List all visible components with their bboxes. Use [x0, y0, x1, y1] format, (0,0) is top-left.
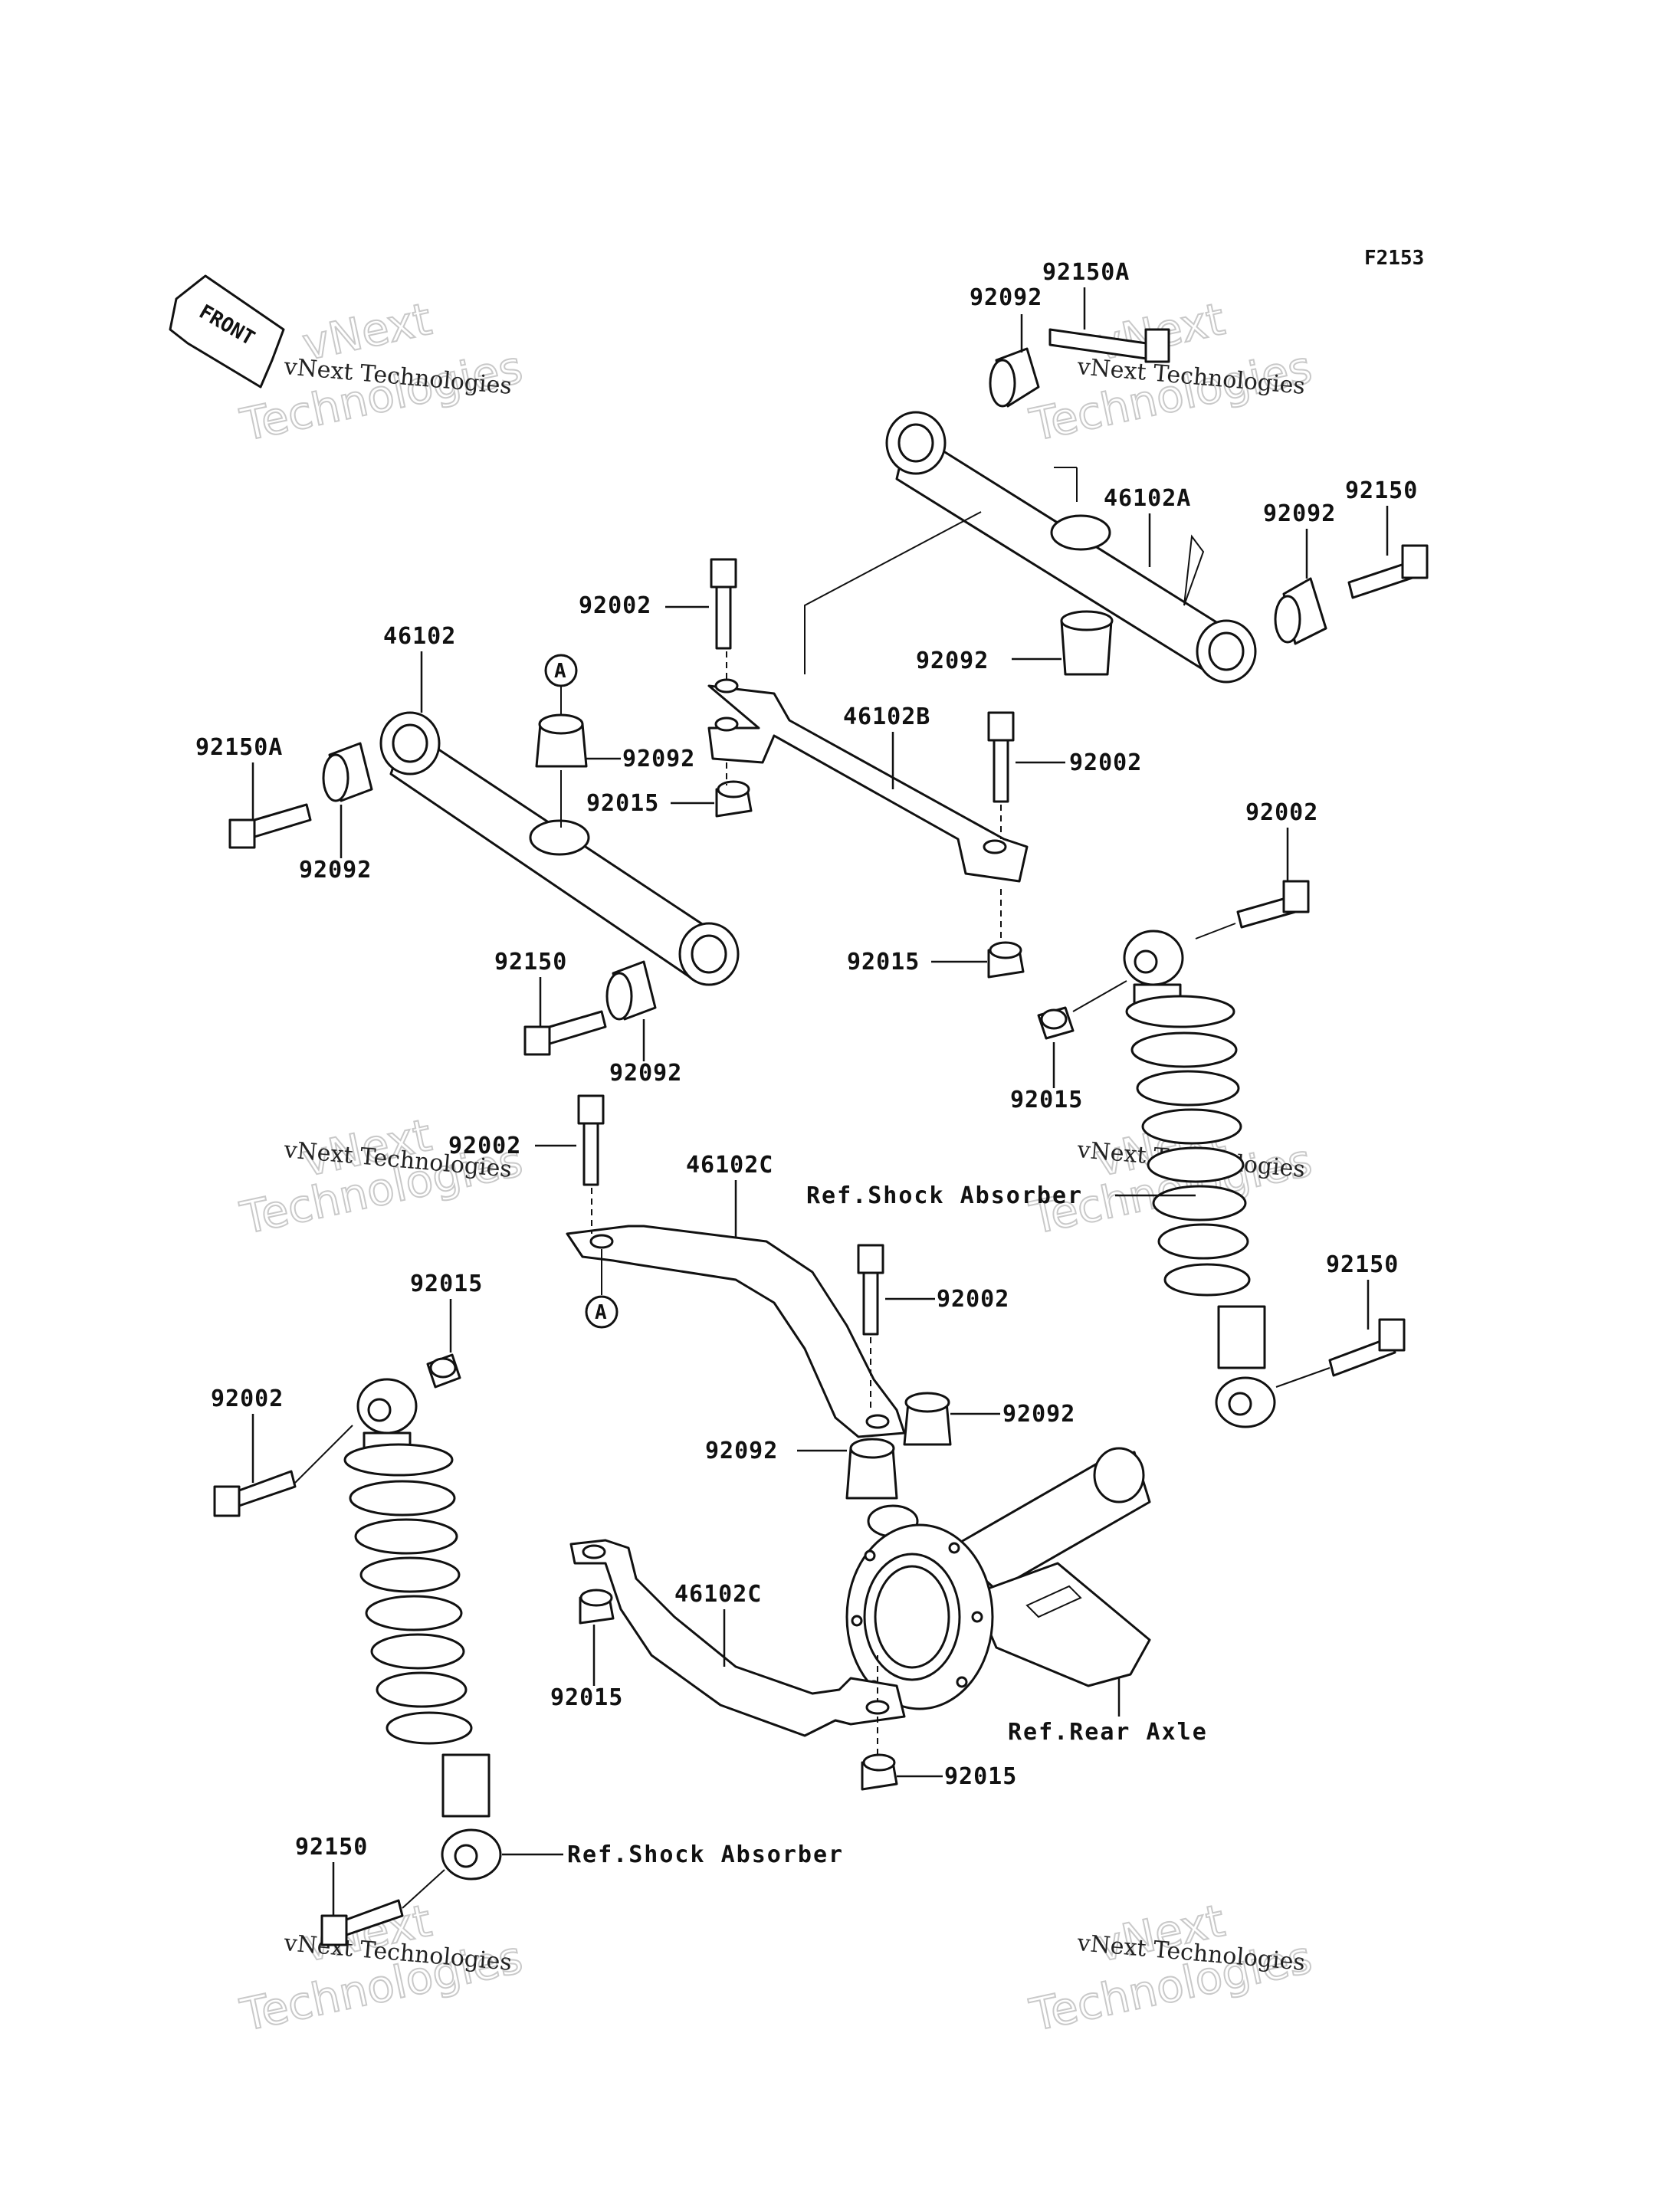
- label-92092-left: 92092: [299, 857, 372, 884]
- diagram-code: F2153: [1364, 247, 1424, 270]
- label-92150-mid: 92150: [494, 949, 567, 976]
- bushing-92092-a: [535, 713, 588, 768]
- label-92002-left: 92002: [211, 1385, 284, 1412]
- label-92015-d: 92015: [550, 1684, 623, 1711]
- bushing-92092-mid: [1060, 610, 1114, 676]
- front-arrow-icon: FRONT: [169, 274, 285, 389]
- label-92092-right: 92092: [1263, 500, 1336, 527]
- marker-a-top: A: [544, 654, 578, 687]
- label-46102C-top: 46102C: [686, 1152, 773, 1179]
- label-92150A-top: 92150A: [1042, 259, 1130, 286]
- ref-rear-axle: Ref.Rear Axle: [1008, 1719, 1208, 1746]
- label-92150-bottom: 92150: [295, 1834, 368, 1861]
- arm-46102: [379, 711, 740, 986]
- label-92002-e: 92002: [937, 1286, 1009, 1313]
- bolt-92002-c: [1236, 880, 1310, 929]
- bolt-92002-a: [710, 558, 737, 650]
- label-92092-e: 92092: [705, 1438, 778, 1464]
- nut-92015-a: [715, 780, 753, 818]
- label-92092-a: 92092: [622, 746, 695, 772]
- arm-46102A: [885, 411, 1257, 684]
- label-92092-mid: 92092: [916, 648, 989, 674]
- shock-absorber-left: [343, 1378, 502, 1881]
- label-92002-b: 92002: [1069, 749, 1142, 776]
- label-46102C-bottom: 46102C: [674, 1581, 762, 1608]
- bushing-92092-top: [989, 347, 1040, 408]
- bolt-92002-d: [577, 1094, 605, 1186]
- label-92150-right: 92150: [1326, 1251, 1399, 1278]
- bolt-92002-left: [213, 1470, 297, 1517]
- bolt-92002-e: [857, 1244, 884, 1336]
- watermark-mid-left: vNext Technologies vNext Technologies: [235, 1108, 528, 1245]
- bushing-92092-low: [605, 960, 657, 1021]
- label-92015-c: 92015: [1010, 1087, 1083, 1113]
- bolt-92150-mid: [523, 1010, 607, 1056]
- bushing-92092-e: [845, 1438, 898, 1500]
- bolt-92150A-top: [1048, 328, 1170, 363]
- ref-shock-absorber-lower: Ref.Shock Absorber: [567, 1841, 844, 1868]
- label-92150-topright: 92150: [1345, 477, 1418, 504]
- bushing-92092-right: [1274, 577, 1327, 645]
- watermark-top-left: vNext Technologies vNext Technologies: [235, 292, 528, 452]
- watermark-bottom-right: vNext Technologies vNext Technologies: [1025, 1894, 1317, 2042]
- bolt-92150A-left: [228, 803, 312, 849]
- rear-axle-housing: [845, 1447, 1151, 1710]
- bolt-92002-b: [987, 711, 1015, 803]
- label-92015-a: 92015: [586, 790, 659, 817]
- svg-text:A: A: [595, 1301, 607, 1324]
- svg-text:A: A: [554, 660, 566, 683]
- label-46102: 46102: [383, 623, 456, 650]
- bolt-92150-topright: [1347, 544, 1429, 599]
- label-92015-b: 92015: [847, 949, 920, 976]
- ref-shock-absorber-upper: Ref.Shock Absorber: [806, 1182, 1083, 1209]
- bushing-92092-left: [322, 742, 373, 802]
- label-92015-e: 92015: [944, 1763, 1017, 1790]
- nut-92015-d: [579, 1589, 615, 1625]
- label-92015-left: 92015: [410, 1271, 483, 1297]
- label-46102A: 46102A: [1104, 485, 1191, 512]
- bracket-46102B: [707, 678, 1029, 883]
- bolt-92150-bottom: [320, 1899, 404, 1946]
- label-92002-c: 92002: [1245, 799, 1318, 826]
- label-92092-f: 92092: [1002, 1401, 1075, 1428]
- bushing-92092-f: [903, 1392, 952, 1446]
- nut-92015-e: [861, 1753, 898, 1791]
- bolt-92150-right: [1328, 1318, 1406, 1377]
- label-92002-d: 92002: [448, 1133, 521, 1159]
- watermark-top-right: vNext Technologies vNext Technologies: [1025, 292, 1317, 452]
- label-92002-a: 92002: [579, 592, 651, 619]
- nut-92015-b: [987, 941, 1025, 979]
- bracket-46102C-bottom: [569, 1539, 906, 1737]
- label-92092-top: 92092: [970, 284, 1042, 311]
- label-92150A-left: 92150A: [195, 734, 283, 761]
- nut-92015-left: [426, 1353, 461, 1389]
- label-46102B: 46102B: [843, 703, 930, 730]
- label-92092-low: 92092: [609, 1060, 682, 1087]
- bracket-46102C-top: [566, 1225, 906, 1438]
- nut-92015-c: [1037, 1006, 1075, 1040]
- marker-a-bottom: A: [585, 1295, 619, 1329]
